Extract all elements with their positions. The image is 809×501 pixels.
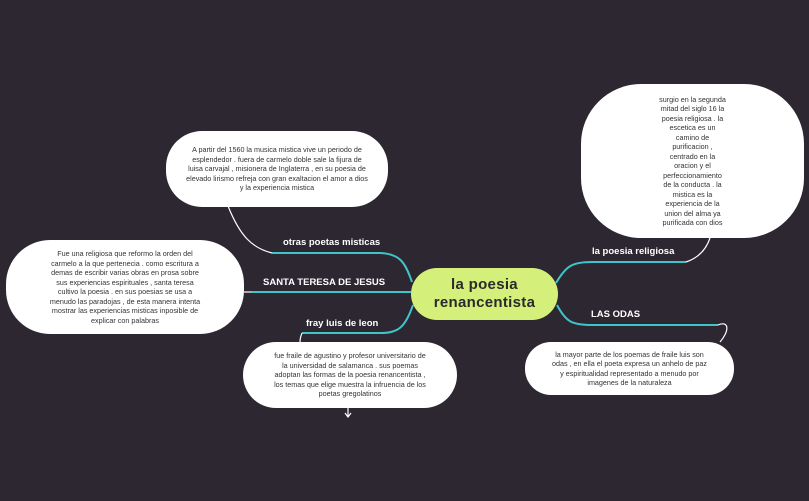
link-poesia-religiosa — [555, 261, 686, 284]
note-fray-luis-text: fue fraile de agustino y profesor univer… — [274, 351, 426, 399]
note-santa-teresa[interactable]: Fue una religiosa que reformo la orden d… — [6, 240, 244, 334]
branch-la-poesia-religiosa[interactable]: la poesia religiosa — [592, 246, 675, 257]
note-las-odas-text: la mayor parte de los poemas de fraile l… — [551, 349, 708, 388]
link-fray-luis — [302, 304, 414, 334]
central-topic-title: la poesia renancentista — [433, 276, 536, 311]
note-poesia-religiosa[interactable]: surgio en la segunda mitad del siglo 16 … — [581, 84, 804, 238]
branch-las-odas[interactable]: LAS ODAS — [591, 309, 641, 320]
connector-otras-poetas — [227, 205, 273, 254]
note-las-odas[interactable]: la mayor parte de los poemas de fraile l… — [525, 342, 734, 395]
branch-fray-luis-de-leon[interactable]: fray luis de leon — [306, 318, 379, 329]
link-otras-poetas — [272, 252, 413, 283]
connector-odas — [717, 323, 728, 343]
branch-otras-poetas-misticas[interactable]: otras poetas misticas — [283, 237, 381, 248]
connector-poesia-religiosa — [685, 237, 711, 263]
branch-santa-teresa-de-jesus[interactable]: SANTA TERESA DE JESUS — [263, 277, 386, 288]
note-otras-poetas-text: A partir del 1560 la musica mistica vive… — [186, 145, 368, 193]
note-fray-luis[interactable]: fue fraile de agustino y profesor univer… — [243, 342, 457, 408]
link-odas — [556, 304, 718, 326]
central-topic[interactable]: la poesia renancentista — [411, 268, 558, 320]
note-poesia-religiosa-text: surgio en la segunda mitad del siglo 16 … — [659, 94, 726, 228]
note-otras-poetas-misticas[interactable]: A partir del 1560 la musica mistica vive… — [166, 131, 388, 207]
note-santa-teresa-text: Fue una religiosa que reformo la orden d… — [49, 249, 201, 325]
